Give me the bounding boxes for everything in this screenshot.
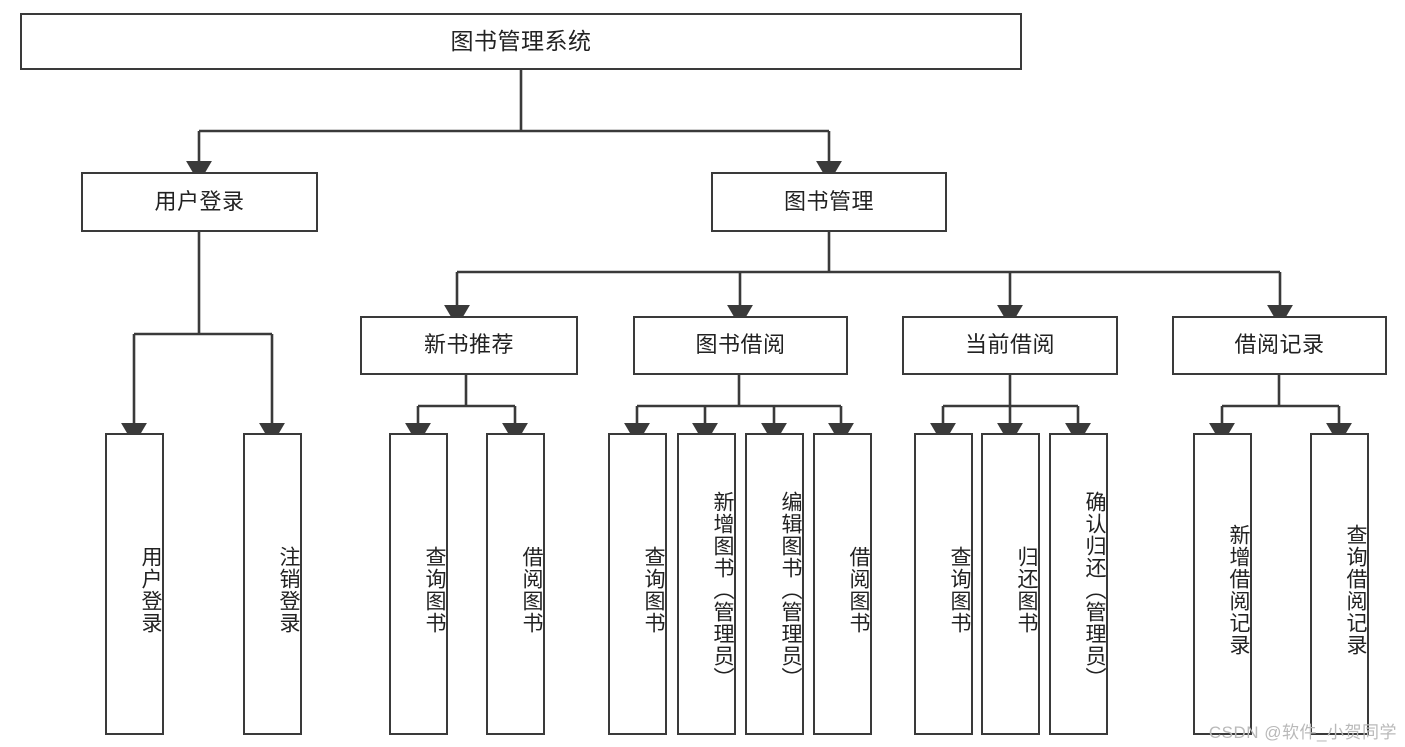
leaf-label: 新增借阅记录 (1227, 524, 1250, 656)
leaf-query-borrow-record[interactable]: 查询借阅记录 (1310, 433, 1369, 735)
leaf-label: 新增图书（管理员） (711, 491, 734, 689)
node-book-management[interactable]: 图书管理 (711, 172, 947, 232)
leaf-label: 查询图书 (948, 546, 971, 634)
node-root-system[interactable]: 图书管理系统 (20, 13, 1022, 70)
leaf-add-borrow-record[interactable]: 新增借阅记录 (1193, 433, 1252, 735)
leaf-borrow-book[interactable]: 借阅图书 (813, 433, 872, 735)
leaf-query-book-recommend[interactable]: 查询图书 (389, 433, 448, 735)
leaf-confirm-return-admin[interactable]: 确认归还（管理员） (1049, 433, 1108, 735)
leaf-label: 编辑图书（管理员） (779, 491, 802, 689)
leaf-label: 借阅图书 (520, 546, 543, 634)
leaf-query-book-current[interactable]: 查询图书 (914, 433, 973, 735)
node-borrow-record[interactable]: 借阅记录 (1172, 316, 1387, 375)
leaf-label: 借阅图书 (847, 546, 870, 634)
leaf-edit-book-admin[interactable]: 编辑图书（管理员） (745, 433, 804, 735)
leaf-label: 归还图书 (1015, 546, 1038, 634)
node-book-borrow[interactable]: 图书借阅 (633, 316, 848, 375)
leaf-label: 用户登录 (139, 546, 162, 634)
leaf-user-login[interactable]: 用户登录 (105, 433, 164, 735)
leaf-return-book[interactable]: 归还图书 (981, 433, 1040, 735)
leaf-logout-login[interactable]: 注销登录 (243, 433, 302, 735)
leaf-label: 注销登录 (277, 546, 300, 634)
leaf-query-book-borrow[interactable]: 查询图书 (608, 433, 667, 735)
leaf-add-book-admin[interactable]: 新增图书（管理员） (677, 433, 736, 735)
leaf-label: 查询图书 (423, 546, 446, 634)
leaf-borrow-book-recommend[interactable]: 借阅图书 (486, 433, 545, 735)
node-user-login[interactable]: 用户登录 (81, 172, 318, 232)
leaf-label: 查询图书 (642, 546, 665, 634)
node-new-book-recommend[interactable]: 新书推荐 (360, 316, 578, 375)
watermark-text: CSDN @软件_小贺同学 (1208, 723, 1397, 742)
node-current-borrow[interactable]: 当前借阅 (902, 316, 1118, 375)
leaf-label: 确认归还（管理员） (1083, 491, 1106, 689)
leaf-label: 查询借阅记录 (1344, 524, 1367, 656)
